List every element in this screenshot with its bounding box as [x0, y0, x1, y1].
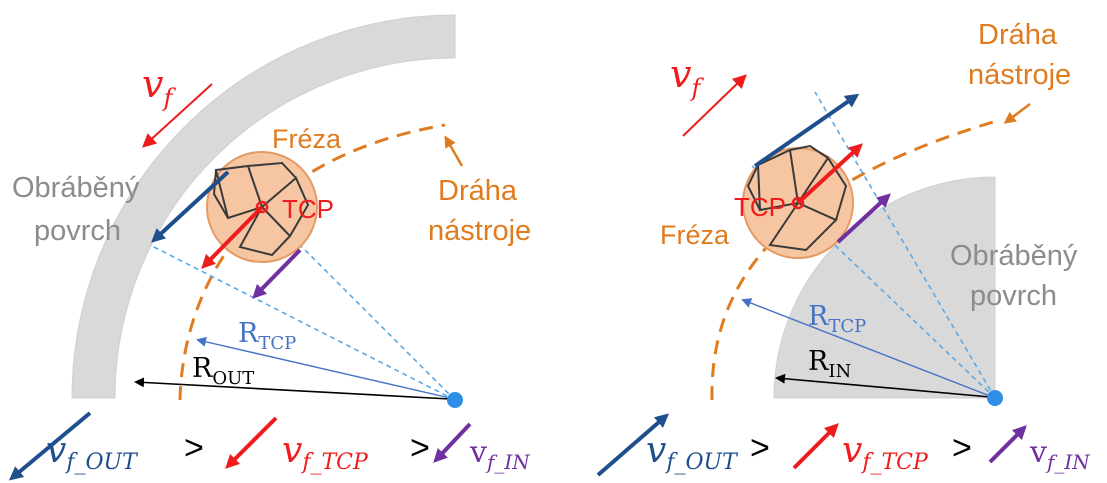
left-surface-label: Obráběný povrch: [12, 172, 147, 247]
left-tool-path-label: Dráha nástroje: [428, 175, 531, 247]
bottom-left-gt-1: >: [184, 429, 204, 467]
right-tool-path-label: Dráha nástroje: [968, 19, 1071, 91]
bottom-right-v-tcp-vector: [792, 423, 839, 470]
left-r-out-label: ROUT: [192, 353, 254, 389]
right-r-in-label: RIN: [808, 346, 851, 382]
left-r-tcp-arrow: [196, 336, 451, 399]
right-tcp-point: [791, 196, 805, 210]
bottom-left-comparison: vf_OUT > vf_TCP > vf_IN: [8, 411, 531, 481]
bottom-right-v-tcp-label: vf_TCP: [842, 430, 929, 475]
left-r-tcp-label: RTCP: [238, 318, 296, 354]
left-vf-indicator: [142, 83, 213, 148]
bottom-left-v-tcp-vector: [225, 416, 278, 469]
right-r-in-arrow: [775, 373, 991, 398]
left-v-tcp-vector: [201, 205, 264, 269]
bottom-left-v-in-vector: [433, 422, 472, 463]
right-tcp-label: TCP: [734, 192, 786, 222]
bottom-right-gt-2: >: [952, 429, 972, 467]
right-vf-indicator: [682, 74, 747, 137]
bottom-right-v-out-vector: [596, 413, 670, 477]
left-v-in-vector: [252, 248, 302, 299]
right-tool-path: [710, 118, 1001, 401]
bottom-right-comparison: vf_OUT > vf_TCP > vf_IN: [596, 413, 1091, 477]
left-construction-line-1: [149, 244, 456, 401]
right-tool-path-pointer: [1003, 103, 1031, 124]
bottom-left-gt-2: >: [410, 429, 430, 467]
bottom-left-v-in-label: vf_IN: [469, 435, 531, 474]
left-construction-line-2: [219, 164, 456, 401]
left-panel: vf Obráběný povrch Fréza TCP Dráha nástr…: [12, 14, 531, 408]
bottom-right-v-in-label: vf_IN: [1029, 435, 1091, 474]
bottom-left-v-out-label: vf_OUT: [46, 430, 139, 475]
right-cutter-label: Fréza: [660, 220, 730, 250]
right-v-tcp-vector: [796, 143, 863, 205]
left-v-out-vector: [151, 170, 230, 243]
bottom-right-gt-1: >: [750, 429, 770, 467]
left-r-out-arrow: [134, 377, 451, 400]
right-surface-label: Obráběný povrch: [950, 240, 1085, 312]
left-cutter-label: Fréza: [272, 124, 342, 154]
left-center-point: [447, 392, 463, 408]
bottom-right-v-out-label: vf_OUT: [646, 430, 739, 475]
left-vf-label: vf: [142, 62, 176, 112]
right-r-tcp-label: RTCP: [808, 301, 866, 337]
bottom-left-v-tcp-label: vf_TCP: [282, 430, 369, 475]
left-tcp-point: [255, 200, 269, 214]
left-tcp-label: TCP: [282, 194, 334, 224]
bottom-left-v-out-vector: [8, 411, 92, 481]
bottom-right-v-in-vector: [988, 425, 1027, 464]
right-panel: vf Dráha nástroje TCP Fréza Obráběný pov…: [660, 19, 1085, 406]
right-center-point: [987, 390, 1003, 406]
right-r-tcp-arrow: [741, 298, 991, 397]
left-tool-path: [178, 123, 446, 401]
right-v-in-vector: [836, 193, 891, 244]
right-v-out-vector: [753, 93, 860, 168]
left-tool-path-pointer: [444, 135, 464, 167]
right-vf-label: vf: [670, 52, 704, 102]
